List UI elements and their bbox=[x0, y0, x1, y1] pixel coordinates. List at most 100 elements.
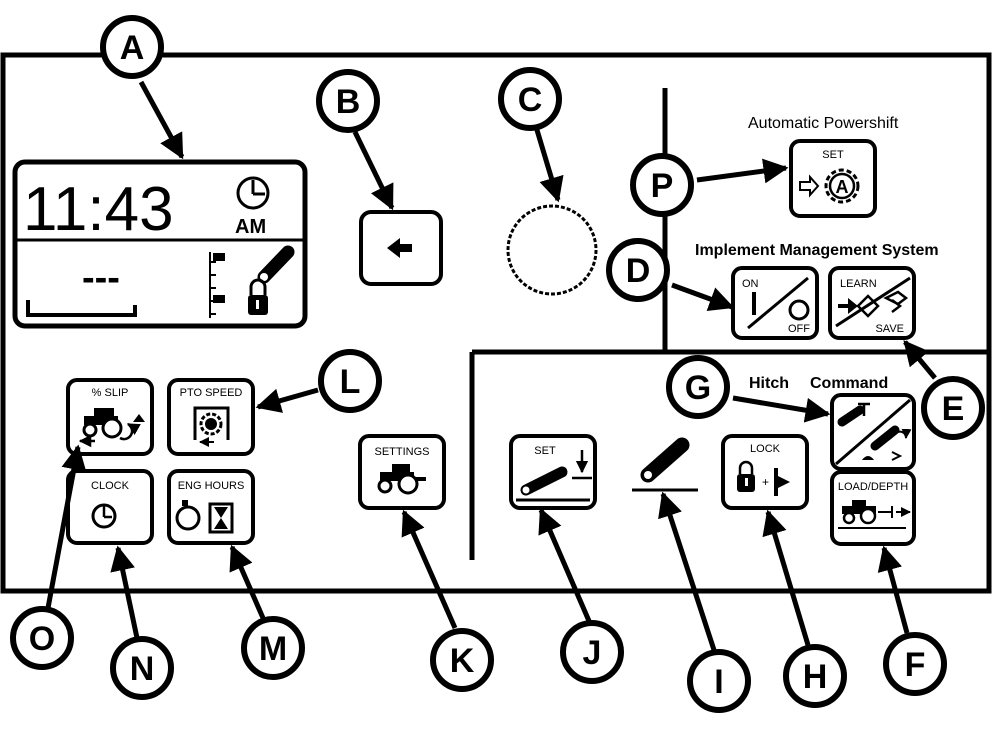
slip-button[interactable]: % SLIP bbox=[66, 378, 154, 456]
callout-l: L bbox=[318, 349, 382, 413]
callout-p: P bbox=[630, 153, 694, 217]
leader-e bbox=[903, 340, 937, 380]
svg-text:L: L bbox=[340, 363, 361, 401]
callout-e: E bbox=[921, 376, 985, 440]
clock-label: CLOCK bbox=[91, 480, 130, 492]
leader-b bbox=[352, 130, 395, 211]
callout-a: A bbox=[100, 15, 164, 79]
callout-b: B bbox=[316, 69, 380, 133]
leader-f bbox=[877, 545, 910, 634]
engine-hours-label: ENG HOURS bbox=[178, 480, 245, 492]
display-time: 11:43 bbox=[23, 175, 174, 244]
leader-j bbox=[538, 507, 592, 622]
leader-a bbox=[138, 80, 185, 160]
svg-text:+: + bbox=[762, 475, 769, 489]
learn-label: LEARN bbox=[840, 278, 877, 290]
selector-knob[interactable] bbox=[506, 204, 598, 296]
ims-on-off-button[interactable]: ON OFF bbox=[731, 266, 819, 340]
leader-arrows bbox=[45, 80, 937, 651]
leader-g bbox=[732, 395, 831, 423]
svg-text:A: A bbox=[836, 177, 849, 197]
svg-text:M: M bbox=[259, 630, 287, 668]
pto-speed-button[interactable]: PTO SPEED bbox=[167, 378, 255, 456]
ims-title: Implement Management System bbox=[695, 242, 939, 259]
hitch-lever[interactable] bbox=[632, 437, 698, 492]
command-title: Command bbox=[810, 375, 888, 392]
callout-f: F bbox=[883, 632, 947, 696]
callout-g: G bbox=[666, 355, 730, 419]
ims-on-label: ON bbox=[742, 278, 759, 290]
hitch-command-button[interactable] bbox=[830, 393, 916, 471]
settings-label: SETTINGS bbox=[374, 446, 429, 458]
clock-button-icon bbox=[91, 503, 117, 529]
leader-m bbox=[229, 544, 266, 620]
svg-text:H: H bbox=[803, 658, 828, 696]
display-ampm: AM bbox=[235, 216, 266, 238]
svg-text:K: K bbox=[450, 642, 475, 680]
settings-button[interactable]: SETTINGS bbox=[358, 434, 446, 510]
svg-text:J: J bbox=[583, 634, 602, 672]
lock-icon bbox=[248, 278, 268, 315]
leader-p bbox=[696, 158, 789, 184]
callout-c: C bbox=[498, 67, 562, 131]
hitch-raise-lower-icon bbox=[835, 398, 912, 466]
hitch-scale-icon bbox=[209, 252, 225, 318]
callout-n: N bbox=[110, 636, 174, 700]
svg-text:P: P bbox=[651, 167, 674, 205]
save-label: SAVE bbox=[875, 323, 904, 335]
svg-text:O: O bbox=[29, 620, 55, 658]
pto-icon bbox=[193, 406, 230, 447]
tractor-icon bbox=[377, 464, 426, 495]
hitch-lock-icon: + bbox=[737, 460, 790, 496]
learn-save-icon bbox=[835, 276, 911, 328]
engine-hourglass-icon bbox=[175, 500, 234, 534]
back-button[interactable] bbox=[359, 210, 443, 286]
callout-o: O bbox=[10, 606, 74, 670]
leader-l bbox=[255, 387, 319, 413]
load-depth-button[interactable]: LOAD/DEPTH bbox=[830, 470, 916, 546]
callout-h: H bbox=[783, 644, 847, 708]
arrow-left-icon bbox=[387, 238, 412, 258]
leader-h bbox=[762, 509, 811, 646]
svg-text:F: F bbox=[905, 646, 926, 684]
leader-d bbox=[671, 282, 735, 311]
lcd-display: 11:43 AM --- bbox=[12, 159, 308, 329]
on-off-icon bbox=[747, 276, 810, 330]
powershift-gear-icon: A bbox=[799, 168, 860, 204]
callout-i: I bbox=[687, 649, 751, 713]
svg-text:A: A bbox=[120, 29, 145, 67]
engine-hours-button[interactable]: ENG HOURS bbox=[167, 469, 255, 545]
powershift-set-button[interactable]: SET A bbox=[789, 139, 877, 218]
svg-text:E: E bbox=[942, 390, 965, 428]
svg-text:N: N bbox=[130, 650, 155, 688]
svg-text:G: G bbox=[685, 369, 711, 407]
powershift-title: Automatic Powershift bbox=[748, 115, 899, 132]
learn-save-button[interactable]: LEARN SAVE bbox=[828, 266, 916, 340]
slip-label: % SLIP bbox=[92, 387, 129, 399]
display-dashes: --- bbox=[82, 257, 120, 299]
hitch-arm-icon bbox=[257, 245, 295, 284]
tractor-slip-icon bbox=[78, 408, 145, 448]
leader-n bbox=[110, 545, 140, 639]
svg-text:I: I bbox=[714, 663, 723, 701]
hitch-set-label: SET bbox=[534, 445, 556, 457]
svg-text:C: C bbox=[518, 81, 543, 119]
hitch-lock-label: LOCK bbox=[750, 443, 781, 455]
svg-text:B: B bbox=[336, 83, 361, 121]
leader-o bbox=[45, 444, 87, 609]
load-depth-icon bbox=[838, 500, 911, 529]
callout-k: K bbox=[430, 628, 494, 692]
clock-button[interactable]: CLOCK bbox=[66, 469, 154, 545]
svg-text:D: D bbox=[626, 252, 651, 290]
panel-outline bbox=[0, 52, 992, 594]
hitch-set-button[interactable]: SET bbox=[509, 434, 597, 510]
load-depth-label: LOAD/DEPTH bbox=[838, 481, 908, 493]
pto-speed-label: PTO SPEED bbox=[180, 387, 243, 399]
hitch-lock-button[interactable]: LOCK + bbox=[721, 434, 809, 510]
hitch-title: Hitch bbox=[749, 375, 789, 392]
leader-k bbox=[401, 509, 458, 630]
callout-d: D bbox=[606, 238, 670, 302]
leader-i bbox=[658, 491, 717, 651]
ims-off-label: OFF bbox=[788, 323, 810, 335]
